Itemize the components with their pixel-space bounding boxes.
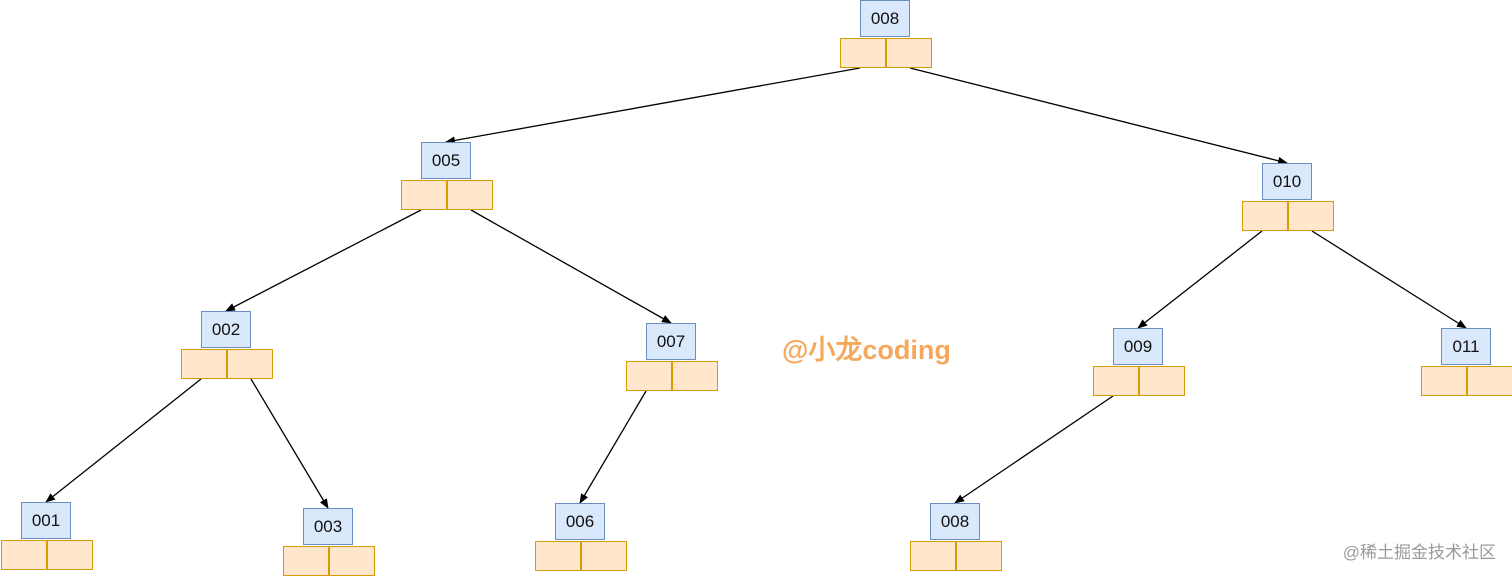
node-left-pointer-n006 bbox=[535, 541, 581, 571]
node-left-pointer-n008_leaf bbox=[910, 541, 956, 571]
node-right-pointer-n006 bbox=[581, 541, 627, 571]
node-left-pointer-n010 bbox=[1242, 201, 1288, 231]
watermark-text: @小龙coding bbox=[782, 335, 951, 365]
node-key-n008_root: 008 bbox=[860, 0, 910, 37]
node-right-pointer-n008_leaf bbox=[956, 541, 1002, 571]
edge-n005-to-n002 bbox=[225, 209, 422, 312]
node-left-pointer-n011 bbox=[1421, 366, 1467, 396]
node-right-pointer-n007 bbox=[672, 361, 718, 391]
node-left-pointer-n001 bbox=[1, 540, 47, 570]
node-key-n011: 011 bbox=[1441, 328, 1491, 365]
node-key-n002: 002 bbox=[201, 311, 251, 348]
node-left-pointer-n009 bbox=[1093, 366, 1139, 396]
node-key-n001: 001 bbox=[21, 502, 71, 539]
node-right-pointer-n009 bbox=[1139, 366, 1185, 396]
node-right-pointer-n001 bbox=[47, 540, 93, 570]
node-right-pointer-n002 bbox=[227, 349, 273, 379]
edge-n002-to-n001 bbox=[45, 378, 202, 503]
edge-n008_root-to-n010 bbox=[909, 67, 1288, 165]
node-key-n003: 003 bbox=[303, 508, 353, 545]
node-key-n007: 007 bbox=[646, 323, 696, 360]
node-right-pointer-n003 bbox=[329, 546, 375, 576]
edge-n009-to-n008_leaf bbox=[954, 395, 1114, 504]
node-left-pointer-n005 bbox=[401, 180, 447, 210]
node-key-n008_leaf: 008 bbox=[930, 503, 980, 540]
source-credit: @稀土掘金技术社区 bbox=[1342, 543, 1496, 562]
node-right-pointer-n011 bbox=[1467, 366, 1512, 396]
node-right-pointer-n005 bbox=[447, 180, 493, 210]
node-key-n010: 010 bbox=[1262, 163, 1312, 200]
node-left-pointer-n007 bbox=[626, 361, 672, 391]
edge-n010-to-n009 bbox=[1137, 230, 1263, 329]
node-right-pointer-n010 bbox=[1288, 201, 1334, 231]
node-key-n006: 006 bbox=[555, 503, 605, 540]
edge-n010-to-n011 bbox=[1311, 230, 1467, 329]
edge-n002-to-n003 bbox=[250, 378, 329, 509]
node-key-n009: 009 bbox=[1113, 328, 1163, 365]
edge-n008_root-to-n005 bbox=[445, 67, 861, 145]
node-right-pointer-n008_root bbox=[886, 38, 932, 68]
node-key-n005: 005 bbox=[421, 142, 471, 179]
node-left-pointer-n008_root bbox=[840, 38, 886, 68]
node-left-pointer-n002 bbox=[181, 349, 227, 379]
edge-n005-to-n007 bbox=[470, 209, 672, 324]
node-left-pointer-n003 bbox=[283, 546, 329, 576]
edge-n007-to-n006 bbox=[579, 390, 647, 504]
